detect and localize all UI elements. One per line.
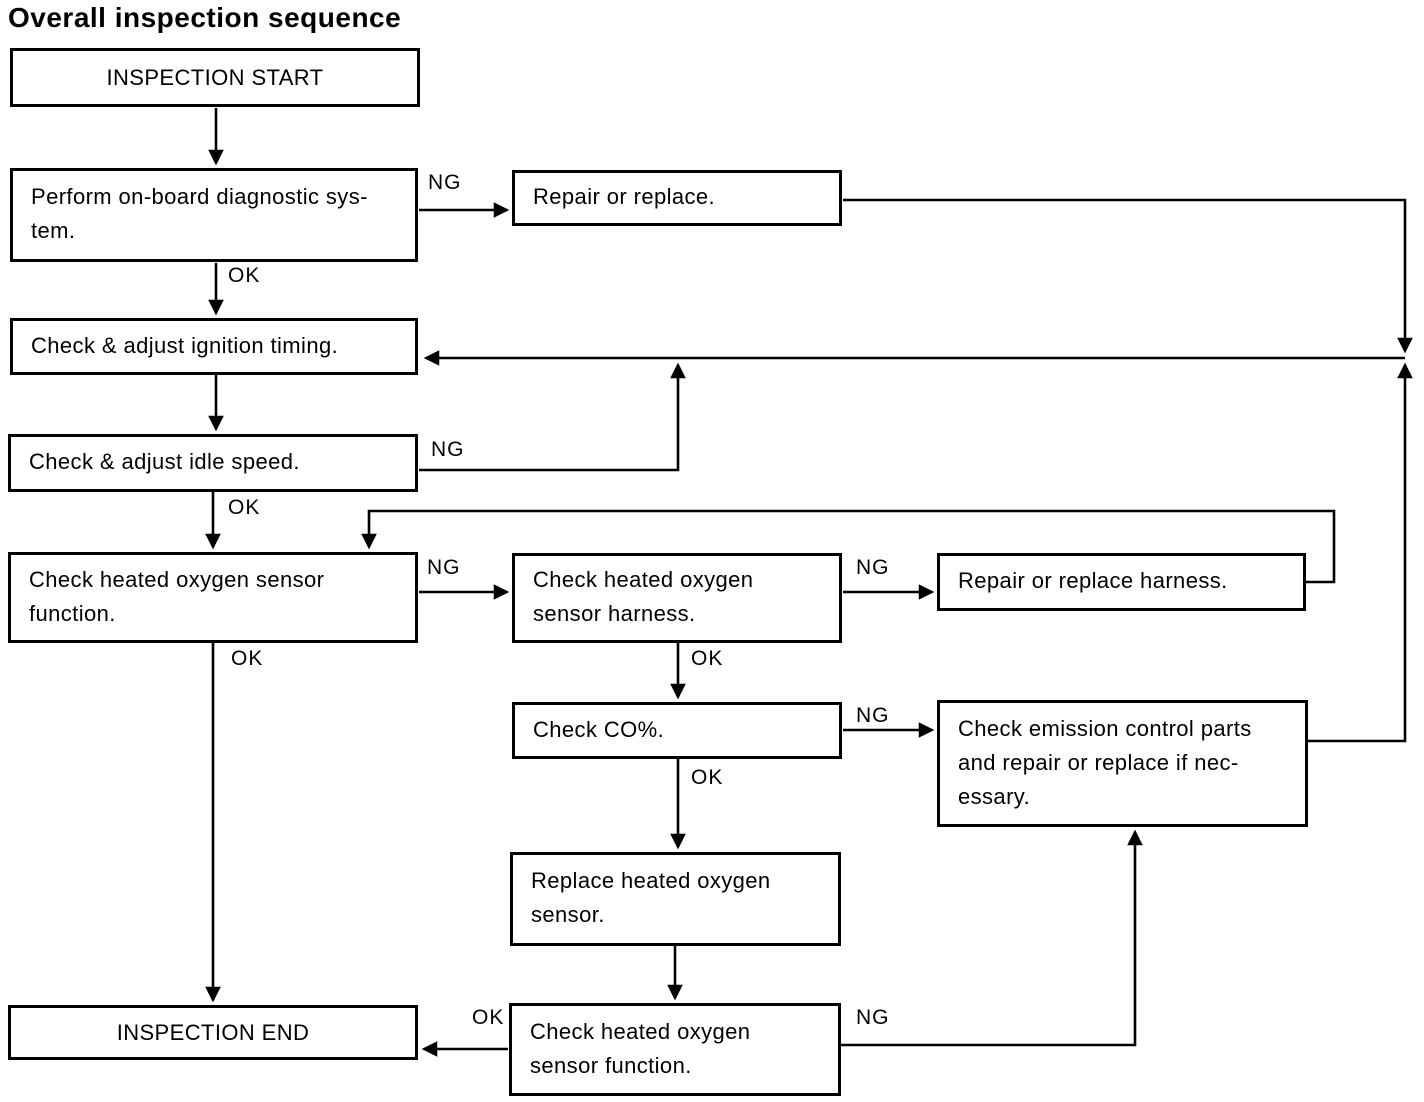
node-repair-harness: Repair or replace harness. bbox=[937, 553, 1306, 611]
edge-label-harness-ng: NG bbox=[856, 556, 890, 579]
edge-label-idle-ng: NG bbox=[431, 438, 465, 461]
node-o2-sensor-function-1: Check heated oxygen sensor function. bbox=[8, 552, 418, 643]
node-ignition-timing: Check & adjust ignition timing. bbox=[10, 318, 418, 375]
edge-idle-ng-loop bbox=[419, 362, 686, 472]
node-o2-sensor-function-2-label: Check heated oxygen sensor function. bbox=[530, 1018, 751, 1078]
edge-repair-replace-return bbox=[843, 198, 1413, 354]
node-repair-or-replace: Repair or replace. bbox=[512, 170, 842, 226]
node-check-co: Check CO%. bbox=[512, 702, 842, 759]
node-inspection-start: INSPECTION START bbox=[10, 48, 420, 107]
node-o2-sensor-function-2: Check heated oxygen sensor function. bbox=[509, 1003, 841, 1096]
node-o2-sensor-function-1-label: Check heated oxygen sensor function. bbox=[29, 566, 325, 626]
edge-label-o2func2-ok: OK bbox=[472, 1006, 505, 1029]
edge-label-harness-ok: OK bbox=[691, 647, 724, 670]
edge-label-diagnostic-ng: NG bbox=[428, 171, 462, 194]
edge-label-o2func1-ok: OK bbox=[231, 647, 264, 670]
node-inspection-end-label: INSPECTION END bbox=[116, 1019, 310, 1045]
page-title: Overall inspection sequence bbox=[8, 2, 402, 33]
node-inspection-end: INSPECTION END bbox=[8, 1005, 418, 1060]
edge-emission-return bbox=[1308, 362, 1413, 743]
edge-label-co-ok: OK bbox=[691, 766, 724, 789]
node-emission-parts-label: Check emission control parts and repair … bbox=[958, 715, 1252, 809]
node-o2-sensor-harness-label: Check heated oxygen sensor harness. bbox=[533, 567, 754, 626]
node-onboard-diagnostic-label: Perform on-board diagnostic sys- tem. bbox=[31, 184, 368, 243]
edge-label-o2func2-ng: NG bbox=[856, 1006, 890, 1029]
node-replace-sensor: Replace heated oxygen sensor. bbox=[510, 852, 841, 946]
node-emission-parts: Check emission control parts and repair … bbox=[937, 700, 1308, 827]
node-repair-harness-label: Repair or replace harness. bbox=[958, 568, 1228, 593]
node-onboard-diagnostic: Perform on-board diagnostic sys- tem. bbox=[10, 168, 418, 262]
node-o2-sensor-harness: Check heated oxygen sensor harness. bbox=[512, 553, 842, 643]
node-inspection-start-label: INSPECTION START bbox=[106, 64, 324, 90]
edge-label-diagnostic-ok: OK bbox=[228, 264, 261, 287]
edge-o2func2-ng bbox=[841, 829, 1143, 1047]
node-ignition-timing-label: Check & adjust ignition timing. bbox=[31, 332, 339, 358]
node-repair-or-replace-label: Repair or replace. bbox=[533, 184, 716, 209]
node-idle-speed: Check & adjust idle speed. bbox=[8, 434, 418, 492]
node-check-co-label: Check CO%. bbox=[533, 716, 665, 742]
edge-label-o2func1-ng: NG bbox=[427, 556, 461, 579]
edge-label-co-ng: NG bbox=[856, 704, 890, 727]
edge-repair-harness-return bbox=[361, 509, 1336, 584]
node-idle-speed-label: Check & adjust idle speed. bbox=[29, 449, 300, 474]
edge-label-idle-ok: OK bbox=[228, 496, 261, 519]
node-replace-sensor-label: Replace heated oxygen sensor. bbox=[531, 868, 771, 927]
